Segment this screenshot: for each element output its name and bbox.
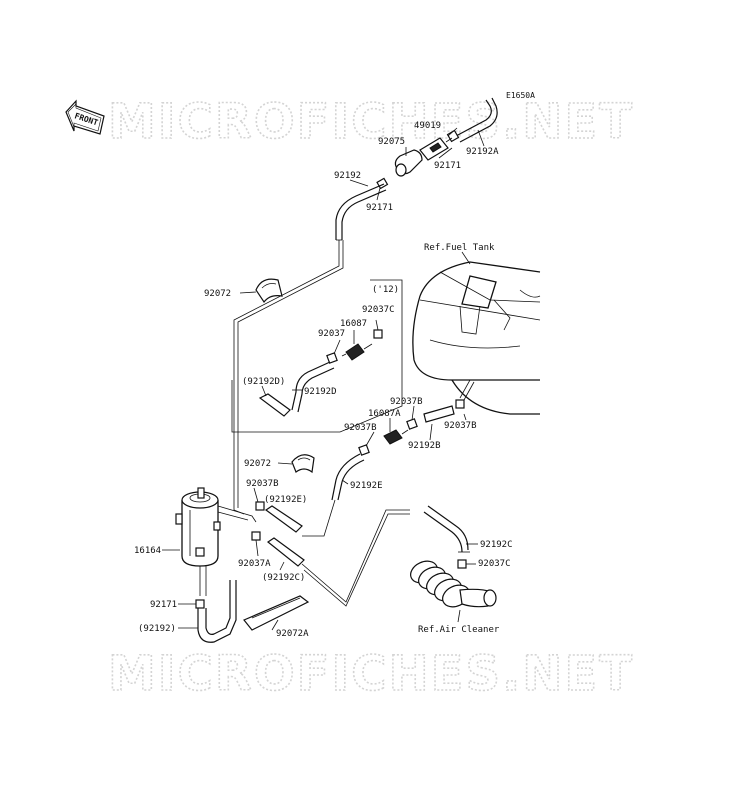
label-92171-low: 92171 [150,600,177,610]
label-92037C-box: 92037C [362,305,395,315]
clip-92072-mid [277,454,315,474]
middle-valve-group [302,399,467,537]
variant-label: ('12) [372,285,399,295]
air-cleaner-group [410,505,497,623]
label-92192E-paren: (92192E) [264,495,307,505]
leaders-top [349,127,485,201]
label-92192A: 92192A [466,147,499,157]
label-92192D: 92192D [304,387,337,397]
watermark-bottom: MICROFICHES.NET [108,646,634,702]
canister-16164 [162,487,410,643]
label-92171-mid: 92171 [366,203,393,213]
label-92072-top: 92072 [204,289,231,299]
label-92037-box: 92037 [318,329,345,339]
label-92037B-c: 92037B [344,423,377,433]
top-hose-assembly [233,97,498,515]
label-92072A: 92072A [276,629,309,639]
label-49019: 49019 [414,121,441,131]
label-92171-top: 92171 [434,161,461,171]
label-92192: 92192 [334,171,361,181]
label-92037B-d: 92037B [246,479,279,489]
label-92037C: 92037C [478,559,511,569]
label-92037B-b: 92037B [444,421,477,431]
front-arrow-icon: FRONT [65,99,105,135]
watermark-top: MICROFICHES.NET [108,94,634,150]
label-16087: 16087 [340,319,367,329]
label-92192-paren: (92192) [138,624,176,634]
diagram-code: E1650A [506,91,535,100]
fuel-tank [412,251,541,415]
clip-92072-top [239,278,283,304]
ref-air-cleaner: Ref.Air Cleaner [418,625,500,635]
label-92072-mid: 92072 [244,459,271,469]
label-92192D-paren: (92192D) [242,377,285,387]
label-92037A: 92037A [238,559,271,569]
label-92192C-paren: (92192C) [262,573,305,583]
label-16087A: 16087A [368,409,401,419]
label-92192E: 92192E [350,481,383,491]
ref-fuel-tank: Ref.Fuel Tank [424,243,495,253]
label-92192C: 92192C [480,540,513,550]
variant-box [231,279,403,433]
label-92075: 92075 [378,137,405,147]
label-92037B-a: 92037B [390,397,423,407]
label-16164: 16164 [134,546,161,556]
label-92192B: 92192B [408,441,441,451]
